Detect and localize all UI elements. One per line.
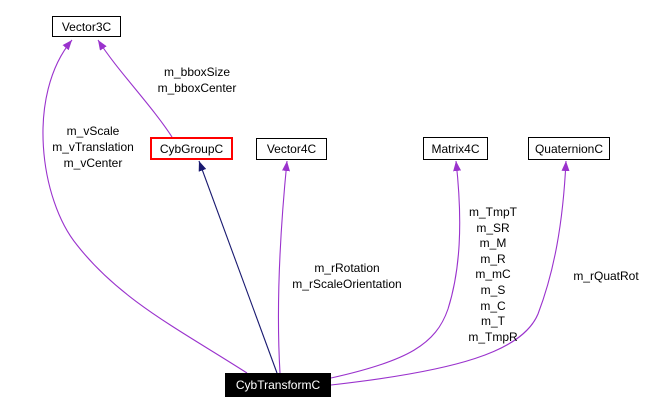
edge-label-bbox-members: m_bboxSize m_bboxCenter [147,64,247,96]
edge-label-line: m_SR [476,220,510,235]
edge-transform-to-group-inheritance [198,160,278,374]
edge-transform-to-vector4c [277,160,291,374]
node-matrix4c[interactable]: Matrix4C [423,137,488,160]
node-quaternionc[interactable]: QuaternionC [528,137,610,160]
edge-label-vector4c-members: m_rRotation m_rScaleOrientation [282,260,412,292]
edge-label-matrix4c-members: m_TmpT m_SR m_M m_R m_mC m_S m_C m_T m_T… [443,205,543,345]
edge-label-line: m_S [480,282,506,297]
edge-label-line: m_rRotation [314,261,380,275]
node-vector4c[interactable]: Vector4C [256,138,327,160]
edge-label-line: m_vCenter [63,156,123,170]
node-cybtransformc[interactable]: CybTransformC [225,373,331,397]
edge-label-line: m_M [479,236,507,251]
edge-label-line: m_TmpR [468,329,518,344]
edge-label-line: m_mC [475,267,511,282]
edge-label-line: m_TmpT [469,205,517,219]
node-cybgroupc[interactable]: CybGroupC [150,137,233,160]
edge-label-line: m_rQuatRot [573,269,639,283]
edge-transform-to-matrix4c [330,160,462,379]
edge-label-quaternionc-member: m_rQuatRot [563,268,649,284]
edge-label-line: m_vScale [66,124,120,138]
edge-group-to-vector3c [97,39,173,138]
edge-label-line: m_vTranslation [52,140,134,154]
edge-transform-to-quaternionc [330,160,570,386]
edge-label-line: m_bboxSize [163,65,231,79]
edge-label-line: m_rScaleOrientation [292,277,402,291]
edge-label-line: m_R [480,251,506,266]
edge-label-vector3c-members: m_vScale m_vTranslation m_vCenter [33,123,153,171]
edge-transform-to-vector3c [42,39,248,374]
edge-label-line: m_C [480,298,506,313]
node-vector3c[interactable]: Vector3C [52,16,121,37]
edge-label-line: m_T [481,314,505,329]
edge-label-line: m_bboxCenter [157,81,237,95]
